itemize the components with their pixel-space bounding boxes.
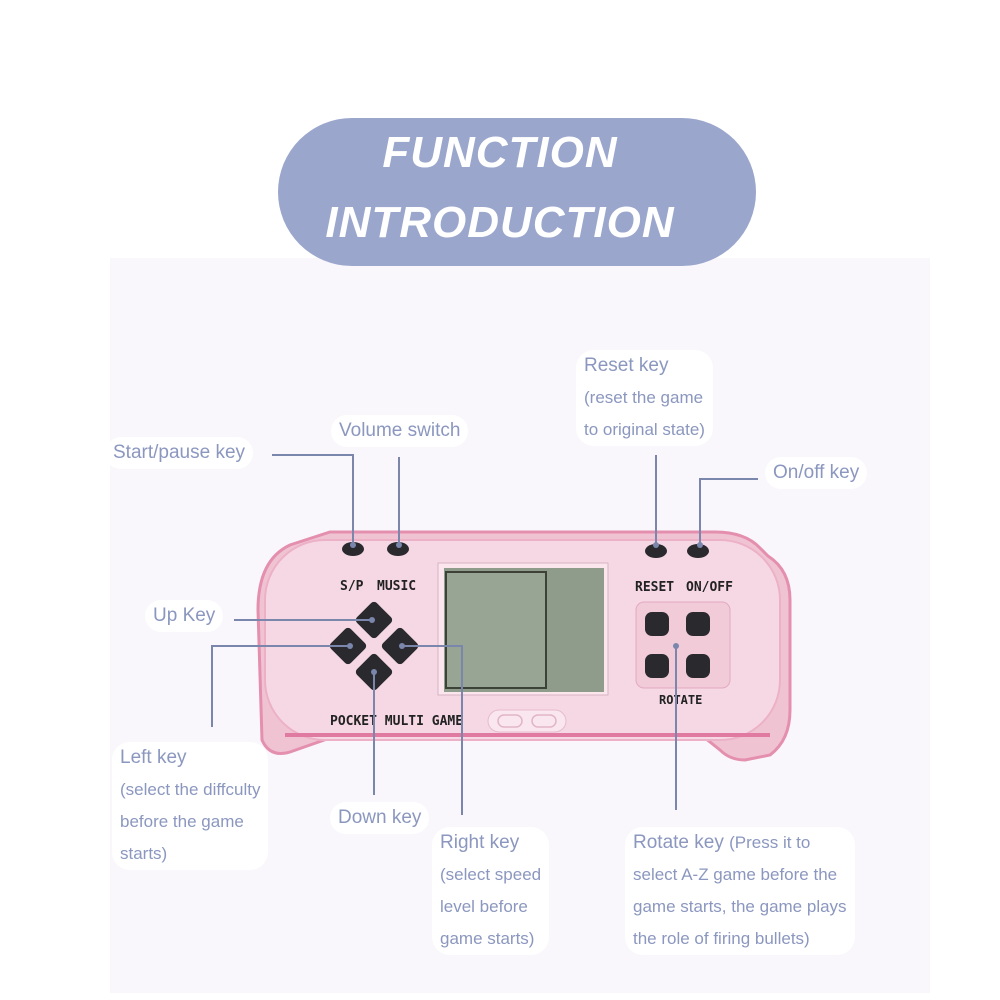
right-key-desc-3: game starts) (440, 929, 535, 948)
callout-dot (396, 542, 402, 548)
right-key-title: Right key (440, 832, 520, 853)
rotate-key-desc-2: game starts, the game plays (633, 897, 847, 916)
callout-dot (399, 643, 405, 649)
volume-switch-label: Volume switch (331, 415, 469, 447)
up-key-label: Up Key (145, 600, 224, 632)
left-key-desc-3: starts) (120, 844, 168, 863)
rotate-key-desc-3: the role of firing bullets) (633, 929, 810, 948)
right-key-desc-2: level before (440, 897, 528, 916)
callout-dot (673, 643, 679, 649)
callout-right (402, 645, 463, 815)
right-key-label: Right key (select speed level before gam… (432, 827, 550, 955)
music-button[interactable] (387, 542, 409, 556)
callout-dot (350, 542, 356, 548)
right-key-desc-1: (select speed (440, 865, 542, 884)
speaker-hole-2 (531, 714, 557, 728)
callout-start-pause (272, 454, 354, 545)
left-key-title: Left key (120, 747, 187, 768)
rotate-key-label: Rotate key (Press it to select A-Z game … (625, 827, 855, 955)
title-line-2: INTRODUCTION (325, 198, 675, 247)
rotate-key-title-sub: (Press it to (729, 833, 811, 852)
speaker-slot (487, 709, 567, 733)
rotate-label: ROTATE (659, 693, 702, 707)
rotate-key-4[interactable] (686, 654, 710, 678)
onoff-label: ON/OFF (686, 580, 733, 595)
rotate-key-title: Rotate key (633, 832, 724, 853)
callout-dot (371, 669, 377, 675)
sp-button[interactable] (342, 542, 364, 556)
left-key-label: Left key (select the diffculty before th… (112, 742, 269, 870)
speaker-hole-1 (497, 714, 523, 728)
callout-onoff (699, 478, 758, 545)
reset-key-desc-1: (reset the game (584, 388, 704, 407)
start-pause-key-label: Start/pause key (105, 437, 254, 469)
left-key-desc-2: before the game (120, 812, 244, 831)
callout-dot (697, 542, 703, 548)
rotate-key-2[interactable] (686, 612, 710, 636)
callout-dot (347, 643, 353, 649)
reset-button[interactable] (645, 544, 667, 558)
rotate-key-desc-1: select A-Z game before the (633, 865, 838, 884)
onoff-button[interactable] (687, 544, 709, 558)
reset-key-label: Reset key (reset the game to original st… (576, 350, 713, 446)
callout-dot (369, 617, 375, 623)
sp-label: S/P (340, 579, 364, 594)
title-banner (278, 118, 756, 266)
reset-key-desc-2: to original state) (584, 420, 705, 439)
music-label: MUSIC (377, 579, 416, 594)
callout-left (211, 645, 350, 727)
callout-dot (653, 542, 659, 548)
reset-key-title: Reset key (584, 355, 669, 376)
rotate-key-1[interactable] (645, 612, 669, 636)
reset-label: RESET (635, 580, 674, 595)
onoff-key-label: On/off key (765, 457, 868, 489)
left-key-desc-1: (select the diffculty (120, 780, 261, 799)
brand-text: POCKET MULTI GAME (330, 714, 463, 729)
rotate-key-3[interactable] (645, 654, 669, 678)
down-key-label: Down key (330, 802, 430, 834)
title-line-1: FUNCTION (382, 128, 618, 177)
